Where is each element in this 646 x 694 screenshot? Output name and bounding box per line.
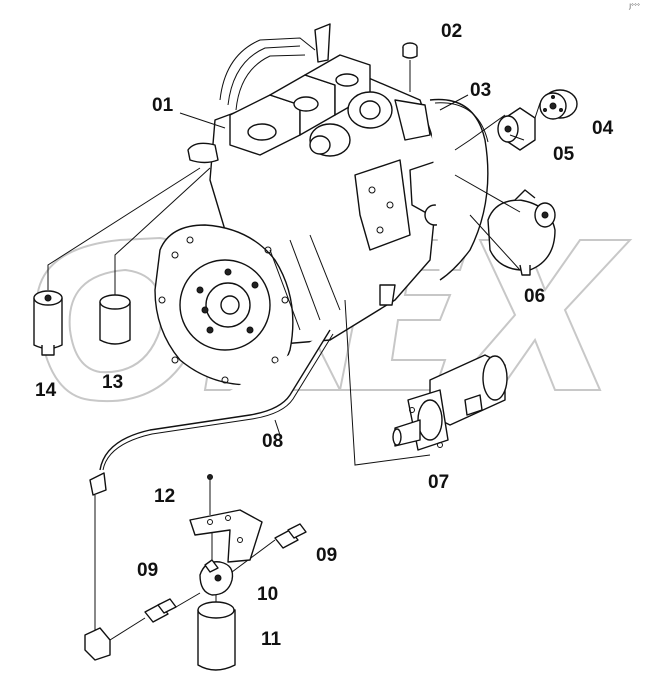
callout-03: 03: [470, 80, 492, 101]
part-13-filter: [99, 167, 211, 345]
part-07-starter: [392, 354, 508, 451]
callout-01: 01: [152, 95, 174, 116]
part-03-hose: [429, 98, 489, 281]
part-08-pipe: [84, 329, 334, 661]
part-14-filter: [33, 167, 201, 356]
part-05-spacer: [497, 107, 536, 151]
part-bracket: [189, 509, 263, 563]
part-04-flange: [539, 89, 578, 120]
callout-12: 12: [154, 486, 176, 507]
corner-mark: J°°°: [629, 3, 640, 10]
callout-13: 13: [102, 372, 124, 393]
callout-09-left: 09: [137, 560, 159, 581]
callout-07: 07: [428, 472, 450, 493]
callout-04: 04: [592, 118, 614, 139]
part-09-fittings: [109, 523, 307, 641]
leaders: [179, 94, 541, 466]
part-11-filter: [197, 595, 236, 671]
callout-08: 08: [262, 431, 284, 452]
part-12-bolt: [207, 474, 213, 515]
callout-09-right: 09: [316, 545, 338, 566]
part-02-cap: [402, 42, 418, 92]
callout-14: 14: [35, 380, 57, 401]
callout-02: 02: [441, 21, 463, 42]
callout-10: 10: [257, 584, 279, 605]
callout-06: 06: [524, 286, 546, 307]
callout-11: 11: [261, 629, 282, 650]
part-10-filter-head: [199, 520, 276, 596]
callout-05: 05: [553, 144, 575, 165]
engine-assembly: [154, 23, 451, 386]
